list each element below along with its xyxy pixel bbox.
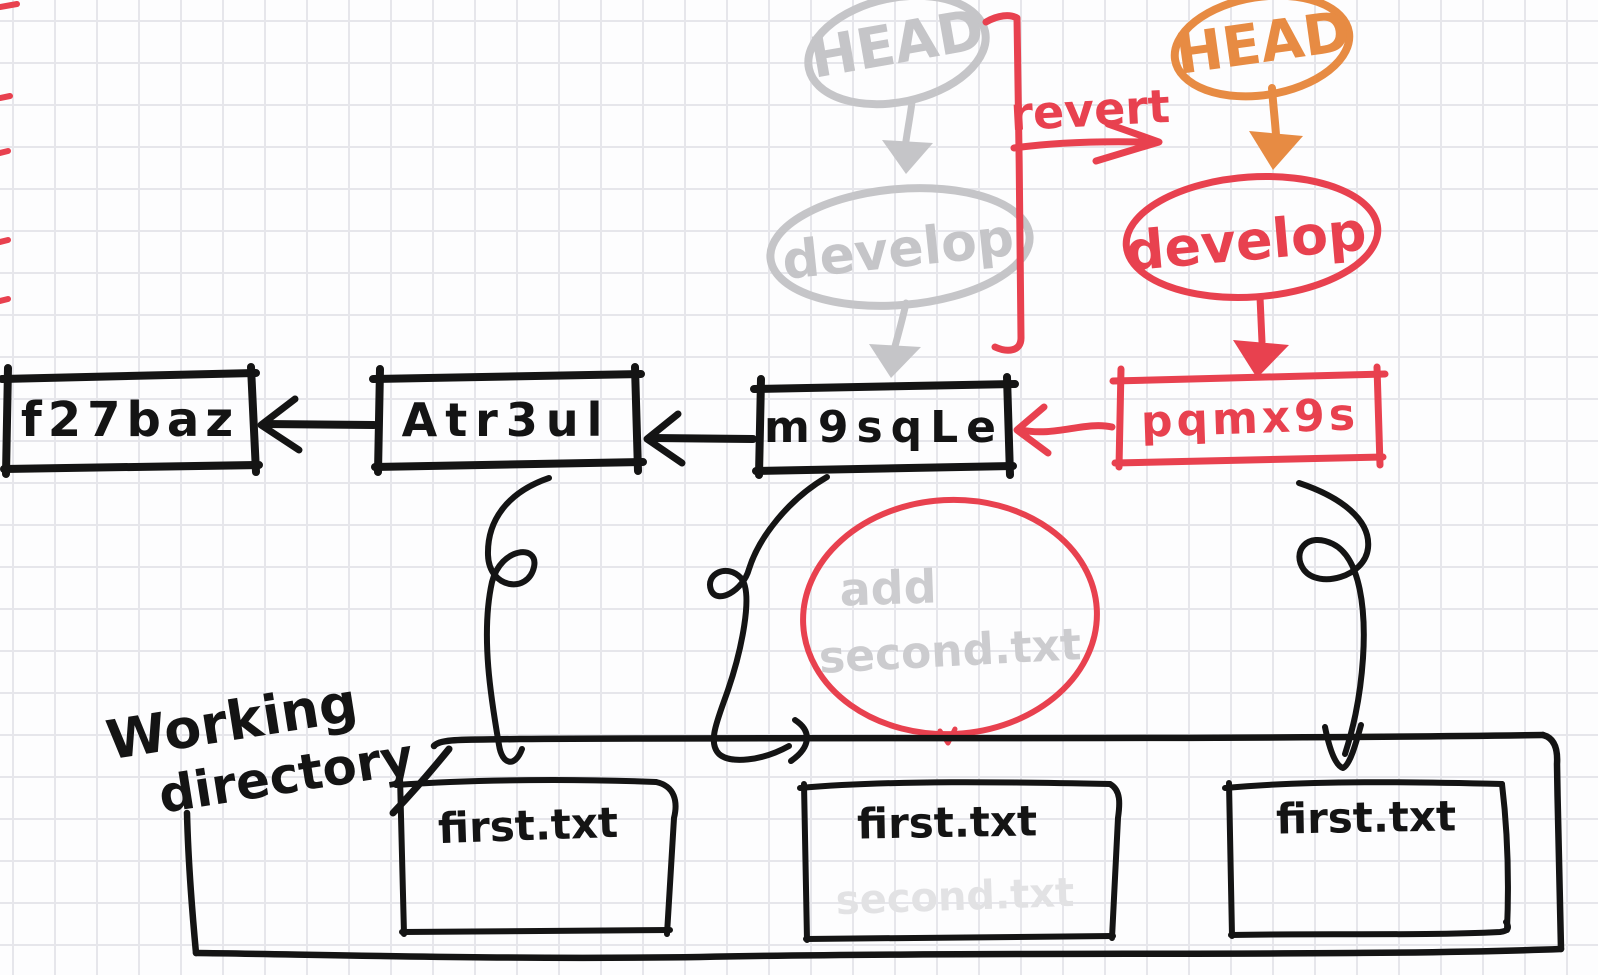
- file-box-3-file: first.txt: [1275, 791, 1457, 844]
- arrow-m9sqLe-to-Atr3ul: [648, 434, 757, 443]
- commit-box-Atr3ul: [369, 363, 647, 476]
- ghost-develop-arrowhead-icon: [869, 344, 921, 378]
- head-arrowhead-icon: [1249, 131, 1303, 170]
- commit-box-pqmx9s: [1109, 363, 1389, 471]
- develop-ellipse: [1122, 173, 1382, 301]
- commit-id-m9sqLe: m9sqLe: [763, 402, 1005, 453]
- ghost-head-arrowhead-icon: [882, 140, 933, 174]
- file-box-2-ghost-file: second.txt: [835, 869, 1075, 925]
- reverted-change-note-line1: add: [838, 559, 938, 617]
- reverted-change-note-line2: second.txt: [817, 619, 1083, 684]
- arrowhead-left-icon: [643, 410, 686, 467]
- reverted-change-circle: [800, 496, 1100, 746]
- squiggle-arrow-Atr3ul: [483, 475, 552, 765]
- arrowhead-left-icon: [257, 395, 303, 454]
- file-box-1-file: first.txt: [437, 797, 619, 854]
- commit-id-f27baz: f27baz: [20, 392, 240, 448]
- active-branch-sketch: [1122, 0, 1382, 378]
- ghost-develop-arrow-shaft: [890, 299, 910, 354]
- ghost-head-arrow-shaft: [901, 98, 916, 152]
- file-box-1-outline: [393, 774, 679, 937]
- develop-arrow-shaft: [1256, 293, 1266, 346]
- revert-annotation-sketch: [982, 12, 1163, 354]
- arrowhead-left-icon: [1013, 403, 1052, 457]
- file-box-3-outline: [1222, 779, 1511, 939]
- working-directory-container: [183, 731, 1565, 962]
- revert-arrowhead-icon: [1092, 120, 1163, 165]
- commit-box-f27baz: [0, 363, 263, 478]
- arrow-Atr3ul-to-f27baz: [260, 420, 378, 429]
- commit-parent-arrows: [257, 395, 1116, 467]
- file-box-2-file: first.txt: [856, 796, 1038, 849]
- head-arrow-shaft: [1268, 84, 1280, 139]
- commit-id-Atr3ul: Atr3ul: [401, 393, 611, 447]
- develop-arrowhead-icon: [1233, 340, 1289, 378]
- revert-arrow-shaft: [1010, 138, 1150, 152]
- ghost-branch-sketch: [766, 0, 1034, 378]
- revert-label: revert: [1008, 78, 1172, 142]
- commit-id-pqmx9s: pqmx9s: [1140, 389, 1360, 448]
- file-box-2-outline: [797, 779, 1123, 943]
- squiggle-arrowhead-icon: [1322, 722, 1364, 771]
- checkout-squiggle-arrows: [483, 474, 1372, 771]
- ghost-head-ellipse: [804, 0, 990, 109]
- left-edge-marks: [0, 1, 20, 304]
- arrow-pqmx9s-to-m9sqLe: [1017, 422, 1116, 436]
- squiggle-arrow-pqmx9s: [1296, 480, 1372, 757]
- commit-box-m9sqLe: [750, 373, 1019, 479]
- revert-bracket: [982, 12, 1025, 354]
- squiggle-arrow-m9sqLe: [707, 474, 830, 763]
